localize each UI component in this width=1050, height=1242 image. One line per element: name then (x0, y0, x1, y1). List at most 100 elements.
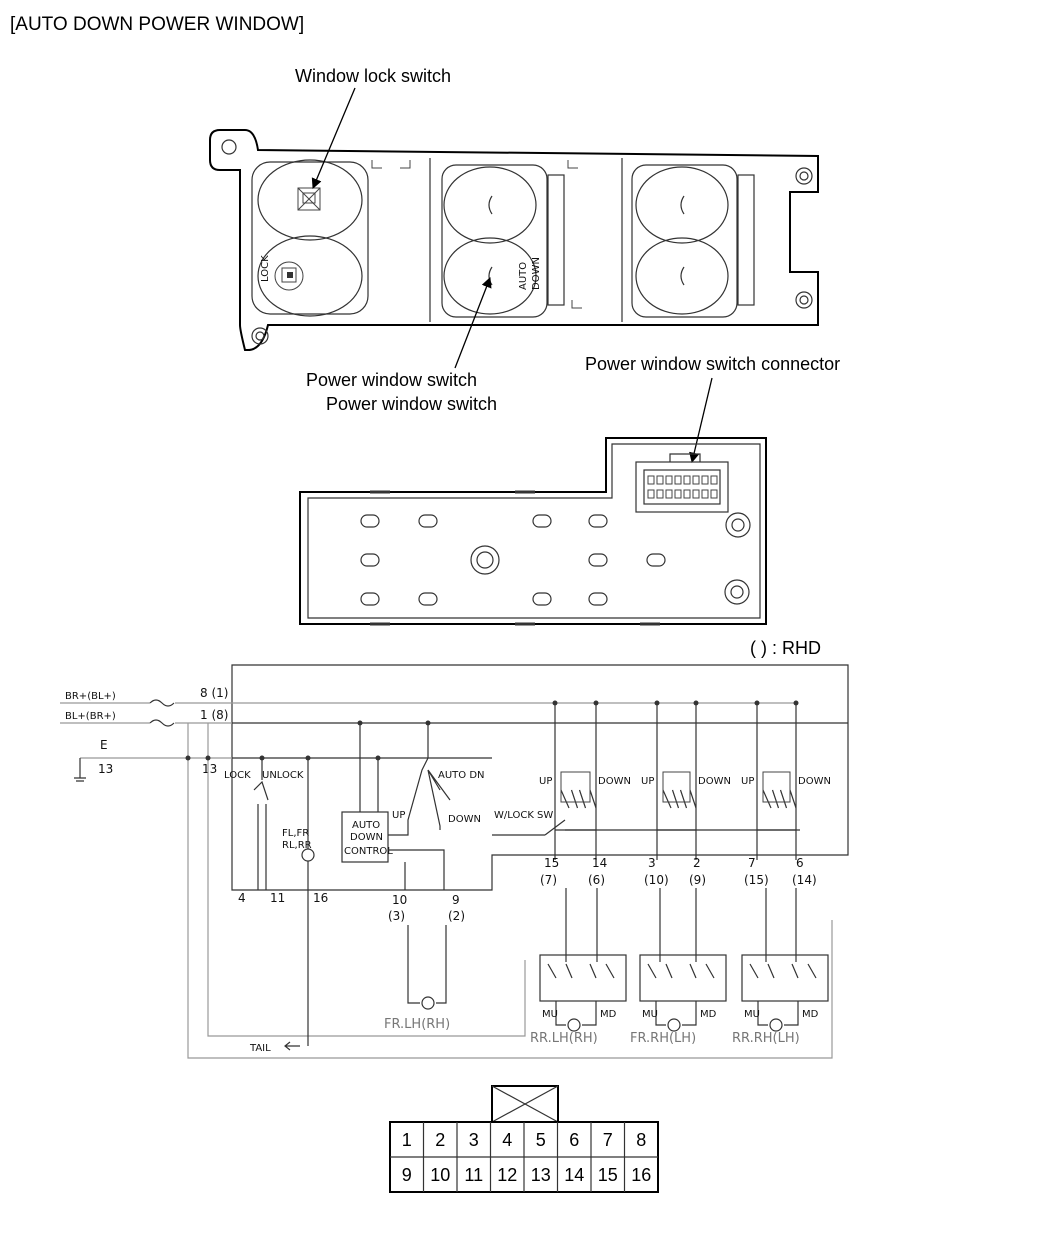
input-e: E (100, 738, 108, 752)
down-label-ctrl: DOWN (448, 814, 481, 825)
power-window-switch-label-2: Power window switch (326, 394, 497, 414)
connector-pin-6: 6 (569, 1130, 579, 1150)
down-label: DOWN (598, 776, 631, 787)
housing-hole (532, 514, 552, 528)
connector-slot (656, 489, 664, 499)
connector-slot (647, 475, 655, 485)
connector-slot (683, 475, 691, 485)
housing-hole (588, 514, 608, 528)
connector-pin-16: 16 (631, 1165, 651, 1185)
connector-pin-2: 2 (435, 1130, 445, 1150)
pin-13-left: 13 (98, 762, 113, 776)
diagram-title: [AUTO DOWN POWER WINDOW] (10, 14, 305, 35)
connector-pin-15: 15 (598, 1165, 618, 1185)
pin-rhd-7: (15) (744, 873, 769, 887)
pin-3: 3 (648, 856, 656, 870)
unlock-label: UNLOCK (262, 770, 304, 781)
connector-pin-11: 11 (464, 1165, 483, 1185)
connector-pin-1: 1 (402, 1130, 412, 1150)
connector-slot (656, 475, 664, 485)
updown-switch-group: UP DOWN (641, 700, 731, 860)
connector-pin-8: 8 (636, 1130, 646, 1150)
auto-text: AUTO (518, 262, 529, 290)
pin-rhd-6: (14) (792, 873, 817, 887)
up-label: UP (641, 776, 654, 787)
connector-pin-9: 9 (402, 1165, 412, 1185)
connector-slot (665, 475, 673, 485)
connector-slot (701, 489, 709, 499)
connector-slot (674, 475, 682, 485)
pin-14: 14 (592, 856, 607, 870)
housing-hole (360, 592, 380, 606)
rhd-note: ( ) : RHD (750, 638, 821, 658)
connector-pin-10: 10 (430, 1165, 450, 1185)
tail-label: TAIL (249, 1043, 271, 1054)
connector-slot (674, 489, 682, 499)
pin-rhd-2: (9) (689, 873, 706, 887)
up-label-ctrl: UP (392, 810, 405, 821)
connector-slot (665, 489, 673, 499)
motor-fr-lh: FR.LH(RH) (384, 1017, 450, 1032)
pin-1-8: 1 (8) (200, 708, 228, 722)
down-text: DOWN (531, 257, 542, 290)
connector-slot (647, 489, 655, 499)
lamp-label-2: RL,RR (282, 840, 312, 851)
wiring-schematic: BR+(BL+) BL+(BR+) E 8 (1) 1 (8) 13 13 LO… (60, 664, 849, 1059)
md-label: MD (700, 1009, 717, 1020)
motor-fr-rh: FR.RH(LH) (630, 1031, 696, 1046)
power-window-switch-label: Power window switch (306, 370, 477, 390)
auto-control-label-3: CONTROL (344, 846, 393, 857)
mu-label: MU (744, 1009, 760, 1020)
connector-pin-5: 5 (536, 1130, 546, 1150)
connector-slot (701, 475, 709, 485)
updown-switch-group: UP DOWN (539, 700, 631, 860)
window-lock-switch-label: Window lock switch (295, 66, 451, 86)
connector-pin-4: 4 (502, 1130, 512, 1150)
auto-dn-label: AUTO DN (438, 770, 485, 781)
pin-13-module: 13 (202, 762, 217, 776)
auto-control-label-1: AUTO (352, 820, 380, 831)
down-label: DOWN (698, 776, 731, 787)
lamp-label-1: FL,FR (282, 828, 309, 839)
connector-label: Power window switch connector (585, 354, 840, 374)
pin-16: 16 (313, 891, 328, 905)
connector-slot (710, 489, 718, 499)
pin-8-1: 8 (1) (200, 686, 228, 700)
connector-pin-7: 7 (603, 1130, 613, 1150)
housing-hole (360, 514, 380, 528)
pin-3-rhd: (3) (388, 909, 405, 923)
housing-hole (532, 592, 552, 606)
wlock-sw-label: W/LOCK SW (494, 810, 553, 821)
pin-6: 6 (796, 856, 804, 870)
housing-hole (360, 553, 380, 567)
motor-rr-rh: RR.RH(LH) (732, 1031, 800, 1046)
input-bl-plus: BL+(BR+) (65, 711, 116, 722)
lock-label: LOCK (224, 770, 251, 781)
pin-11: 11 (270, 891, 285, 905)
mu-label: MU (642, 1009, 658, 1020)
connector-slot (692, 475, 700, 485)
connector-pin-13: 13 (531, 1165, 551, 1185)
mu-label: MU (542, 1009, 558, 1020)
pin-2-rhd: (2) (448, 909, 465, 923)
pin-rhd-15: (7) (540, 873, 557, 887)
switch-back-housing (299, 437, 767, 626)
door-lock-icon (274, 261, 304, 291)
housing-hole (418, 592, 438, 606)
switch-panel: LOCK AUTO DOWN (209, 129, 819, 351)
up-label: UP (741, 776, 754, 787)
lock-text: LOCK (260, 255, 271, 282)
motor-rr-lh: RR.LH(RH) (530, 1031, 598, 1046)
pin-7: 7 (748, 856, 756, 870)
housing-hole (646, 553, 666, 567)
connector-pin-14: 14 (564, 1165, 584, 1185)
housing-hole (588, 592, 608, 606)
connector-slot (710, 475, 718, 485)
housing-hole (418, 514, 438, 528)
up-label: UP (539, 776, 552, 787)
